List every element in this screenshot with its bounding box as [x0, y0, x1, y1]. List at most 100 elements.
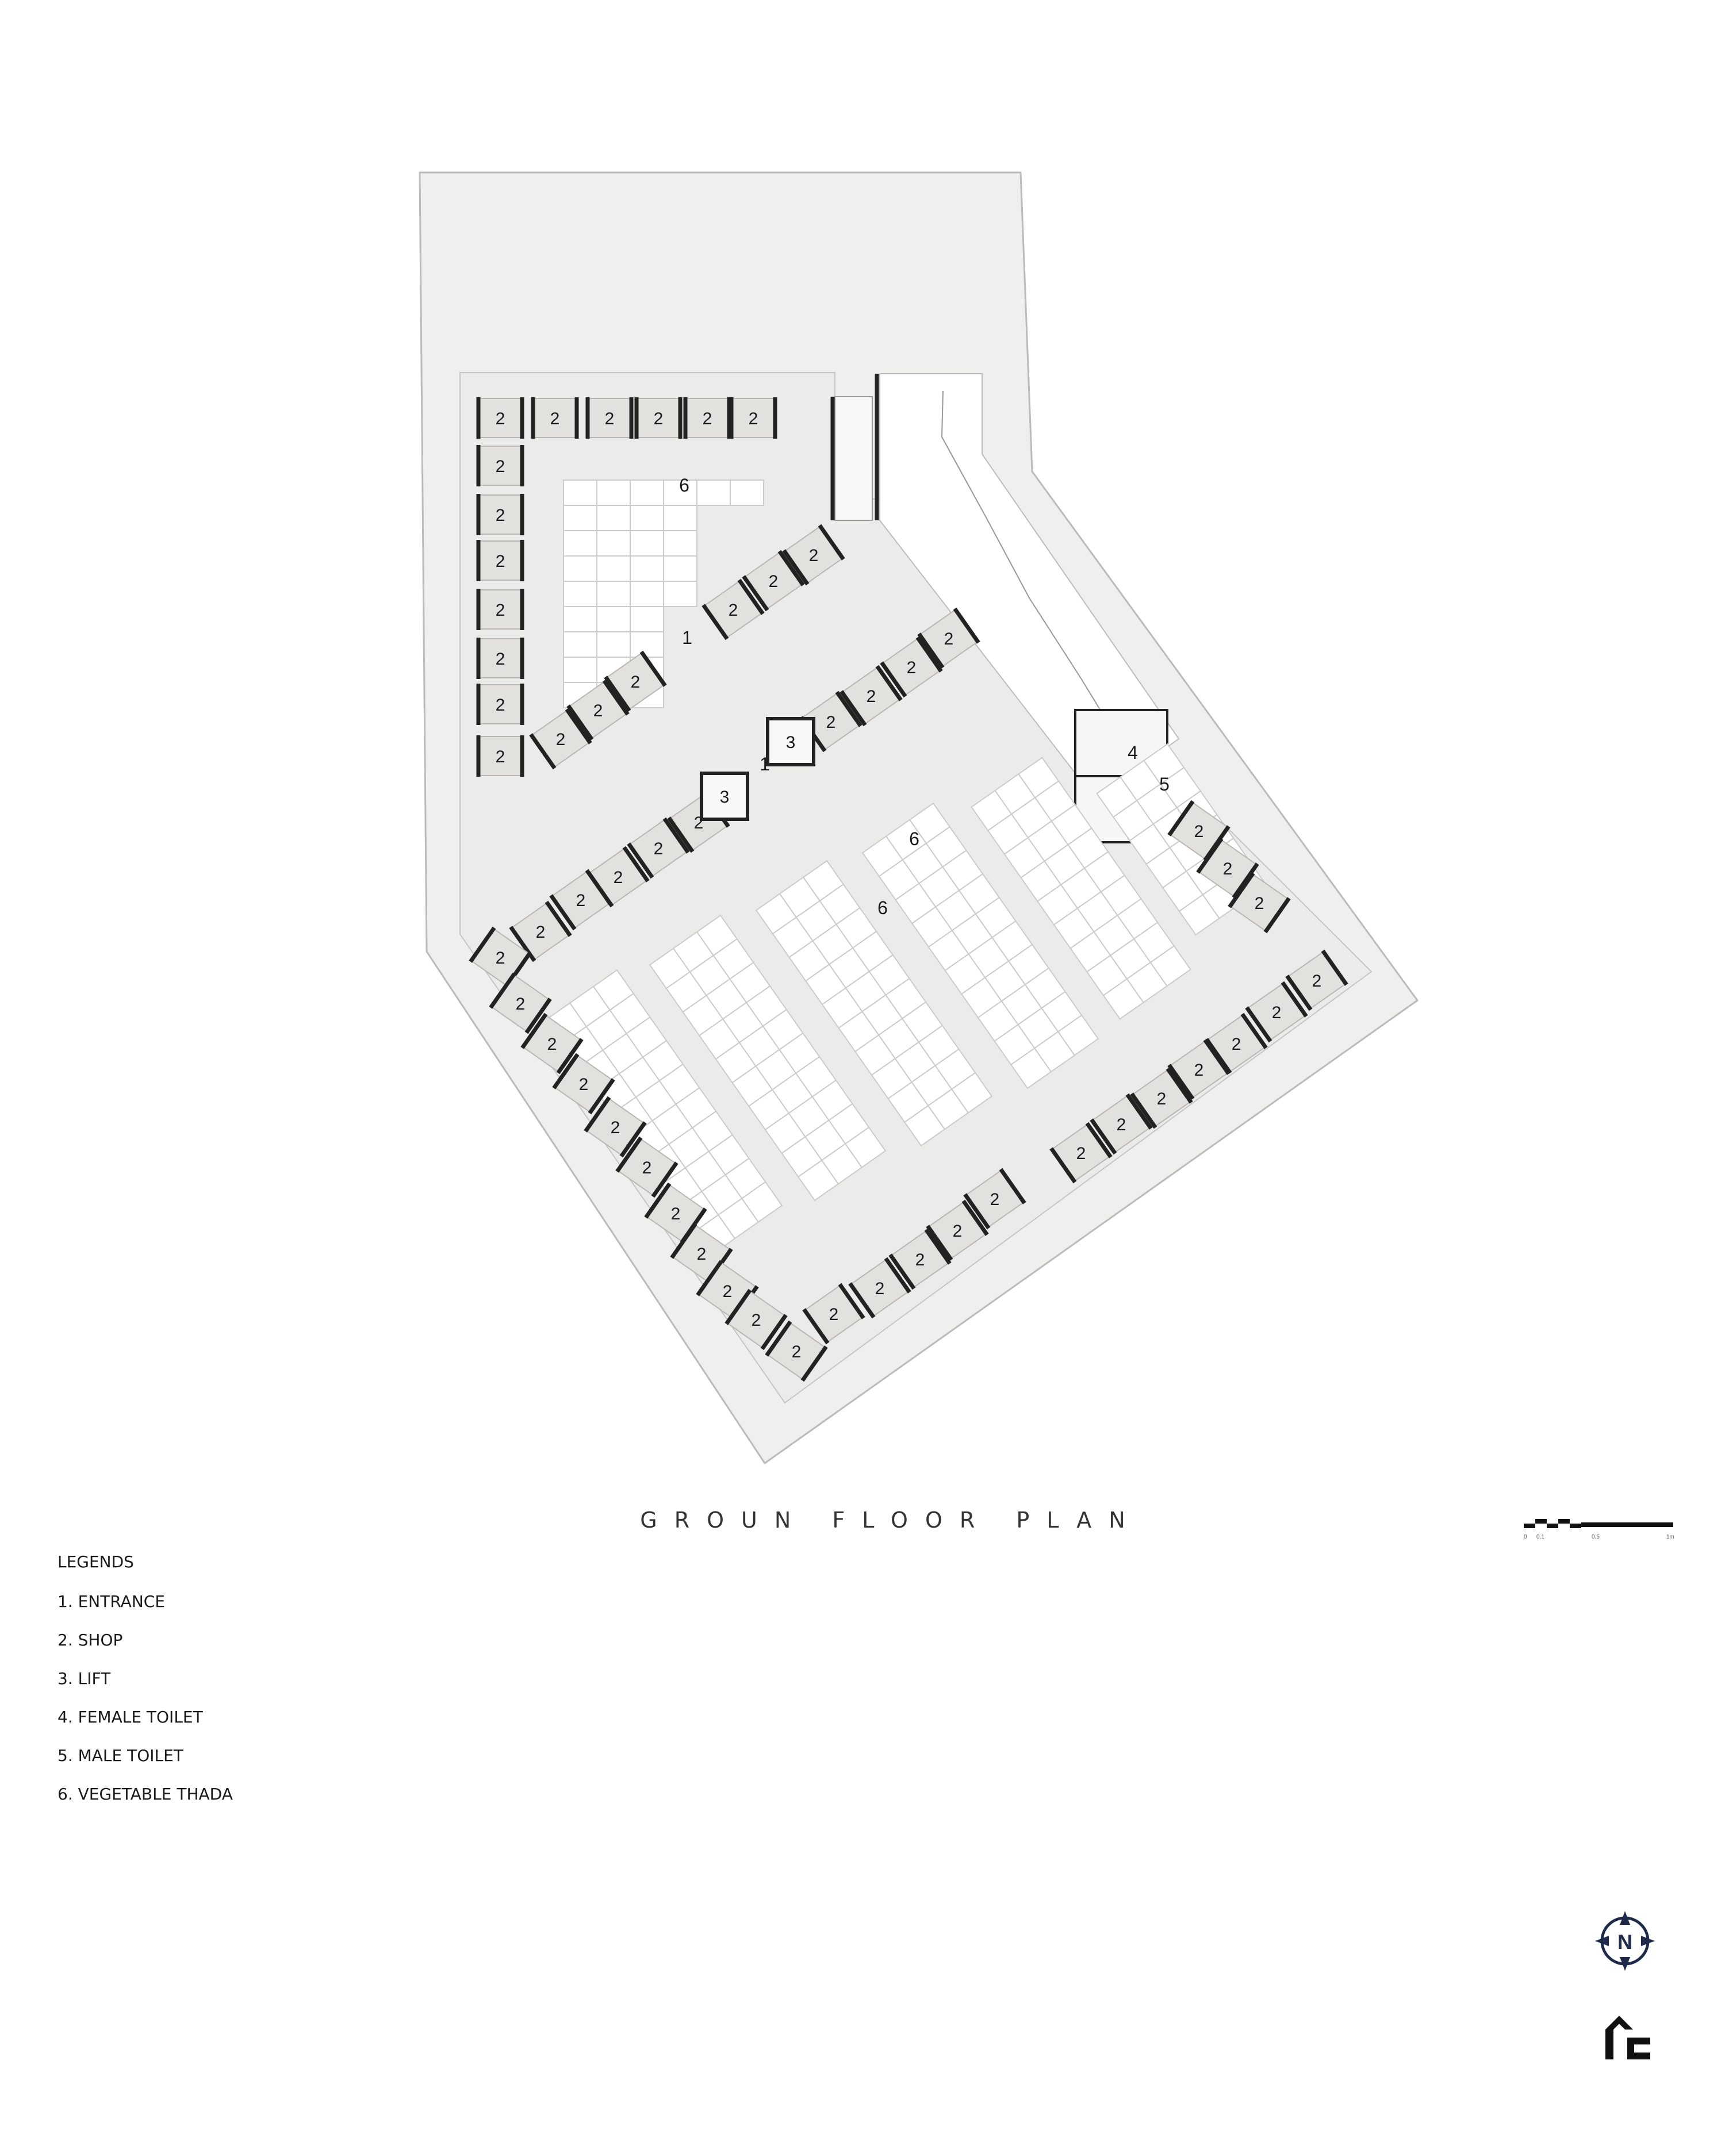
- stall-cell: [663, 581, 697, 607]
- shop-tag: 2: [867, 687, 876, 706]
- shop-tag: 2: [550, 409, 560, 428]
- shop-tag: 2: [907, 658, 917, 677]
- shop-unit: 2: [627, 817, 690, 879]
- shop-unit: 2: [549, 869, 612, 931]
- stall-cell: [663, 555, 697, 582]
- shop-unit: 2: [1285, 949, 1348, 1011]
- shop-unit: 2: [1090, 1093, 1153, 1155]
- shop-unit: 2: [585, 397, 634, 439]
- lift-tag: 3: [720, 788, 730, 807]
- shop-unit: 2: [917, 607, 980, 669]
- lift-tag: 3: [786, 733, 796, 752]
- shop-tag: 2: [536, 923, 546, 942]
- entrance-tag: 1: [682, 627, 692, 648]
- shop-unit: 2: [615, 1136, 678, 1198]
- scale-bar-graphic: [1524, 1519, 1673, 1528]
- legend-item-vegetable-thada: 6. VEGETABLE THADA: [57, 1785, 233, 1804]
- shop-unit: 2: [1049, 1122, 1113, 1184]
- shop-unit: 2: [782, 524, 845, 586]
- shop-tag: 2: [1232, 1035, 1241, 1054]
- shop-unit: 2: [584, 1096, 647, 1158]
- shop-tag: 2: [556, 730, 566, 749]
- shop-tag: 2: [579, 1075, 589, 1094]
- shop-tag: 2: [576, 891, 586, 910]
- shop-tag: 2: [654, 409, 664, 428]
- legend-list: 1. ENTRANCE 2. SHOP 3. LIFT 4. FEMALE TO…: [57, 1592, 233, 1804]
- stall-block: [971, 757, 1191, 1020]
- plan-title: GROUN FLOOR PLAN: [640, 1507, 1143, 1533]
- shop-unit: 2: [926, 1199, 989, 1261]
- shop-tag: 2: [1223, 860, 1233, 878]
- shop-tag: 2: [723, 1282, 733, 1301]
- stall-block: [649, 914, 887, 1202]
- shop-unit: 2: [634, 397, 683, 439]
- shop-unit: 2: [683, 397, 731, 439]
- rc-logo-icon: [1602, 2011, 1651, 2061]
- shop-tag: 2: [593, 701, 603, 720]
- stall-cell: [596, 555, 631, 582]
- shop-tag: 2: [1194, 1061, 1204, 1080]
- shop-unit: 2: [552, 1053, 615, 1115]
- stall-cell: [596, 530, 631, 557]
- stall-cell: [563, 657, 597, 683]
- shop-unit: 2: [529, 708, 592, 770]
- shop-tag: 2: [496, 457, 505, 476]
- shop-tag: 2: [642, 1158, 652, 1177]
- shop-tag: 2: [697, 1245, 707, 1264]
- shop-tag: 2: [671, 1204, 681, 1223]
- stall-cell: [696, 479, 731, 506]
- shop-unit: 2: [604, 650, 667, 712]
- stall-cell: [663, 505, 697, 531]
- shop-tag: 2: [944, 630, 954, 649]
- stall-block: [563, 479, 764, 708]
- shop-tag: 2: [496, 650, 505, 669]
- vegetable-stall-grid: [545, 479, 1267, 1256]
- stall-cell: [630, 555, 664, 582]
- shop-unit: 2: [963, 1168, 1026, 1230]
- shop-unit: 2: [765, 1320, 828, 1382]
- legend-item-entrance: 1. ENTRANCE: [57, 1592, 166, 1611]
- shop-tag: 2: [875, 1279, 885, 1298]
- scale-label-3: 1m: [1666, 1534, 1674, 1540]
- shop-unit: 2: [476, 735, 524, 777]
- shop-tag: 2: [1117, 1115, 1126, 1134]
- shop-tag: 2: [752, 1311, 761, 1330]
- shop-unit: 2: [476, 445, 524, 486]
- shop-tag: 2: [605, 409, 615, 428]
- scale-label-0: 0: [1524, 1534, 1527, 1540]
- shop-tag: 2: [496, 506, 505, 525]
- shop-tag: 2: [631, 673, 641, 692]
- shop-tag: 2: [809, 546, 819, 565]
- shop-unit: 2: [839, 665, 903, 727]
- stall-cell: [563, 631, 597, 658]
- shop-tag: 2: [1194, 822, 1204, 841]
- shop-unit: 2: [476, 684, 524, 725]
- scale-label-1: 0.1: [1536, 1534, 1544, 1540]
- stall-block: [861, 802, 1099, 1089]
- stall-cell: [630, 606, 664, 632]
- stall-cell: [630, 581, 664, 607]
- shop-tag: 2: [516, 995, 526, 1014]
- shop-unit: 2: [509, 900, 572, 962]
- legend-item-female-toilet: 4. FEMALE TOILET: [57, 1708, 203, 1727]
- shop-tag: 2: [1272, 1003, 1282, 1022]
- stall-cell: [630, 479, 664, 506]
- vegetable-thada-tag: 6: [877, 897, 888, 918]
- shop-tag: 2: [611, 1118, 620, 1137]
- shop-unit: 2: [702, 578, 765, 640]
- shop-unit: 2: [520, 1012, 584, 1075]
- stall-block: [545, 969, 783, 1256]
- shop-unit: 2: [476, 540, 524, 581]
- stall-cell: [563, 555, 597, 582]
- stall-cell: [630, 530, 664, 557]
- shop-tag: 2: [496, 552, 505, 571]
- vegetable-thada-tag: 6: [909, 828, 919, 849]
- stall-cell: [1149, 945, 1191, 987]
- shop-tag: 2: [496, 409, 505, 428]
- legend: LEGENDS 1. ENTRANCE 2. SHOP 3. LIFT 4. F…: [57, 1552, 233, 1823]
- shop-tag: 2: [1312, 972, 1322, 991]
- stall-cell: [596, 479, 631, 506]
- lift-core: 3: [700, 772, 749, 821]
- shop-tag: 2: [1255, 894, 1264, 913]
- stall-cell: [563, 606, 597, 632]
